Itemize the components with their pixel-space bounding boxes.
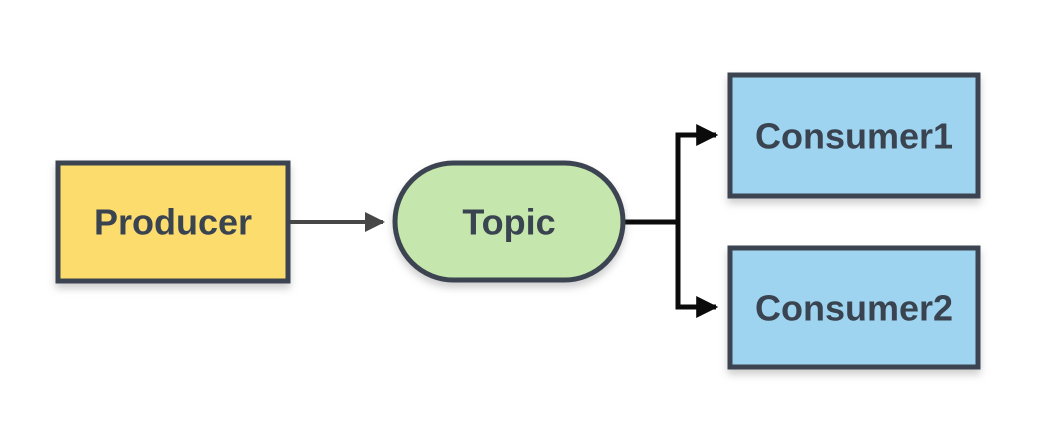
consumer2-label: Consumer2 bbox=[755, 288, 953, 329]
topic-label: Topic bbox=[462, 202, 555, 243]
producer-node: Producer bbox=[55, 160, 291, 284]
edge-topic-to-consumer1-arrow bbox=[675, 123, 719, 222]
topic-node: Topic bbox=[392, 160, 626, 283]
consumer2-shape bbox=[727, 245, 981, 370]
producer-label: Producer bbox=[94, 202, 252, 243]
producer-shape bbox=[55, 160, 291, 284]
topic-shape bbox=[392, 160, 626, 283]
consumer1-label: Consumer1 bbox=[755, 116, 953, 157]
edge-topic-to-consumer2-arrow bbox=[675, 222, 719, 319]
consumer1-shape bbox=[727, 72, 981, 199]
consumer1-node: Consumer1 bbox=[727, 72, 981, 199]
edge-layer bbox=[288, 123, 719, 319]
consumer2-node: Consumer2 bbox=[727, 245, 981, 370]
